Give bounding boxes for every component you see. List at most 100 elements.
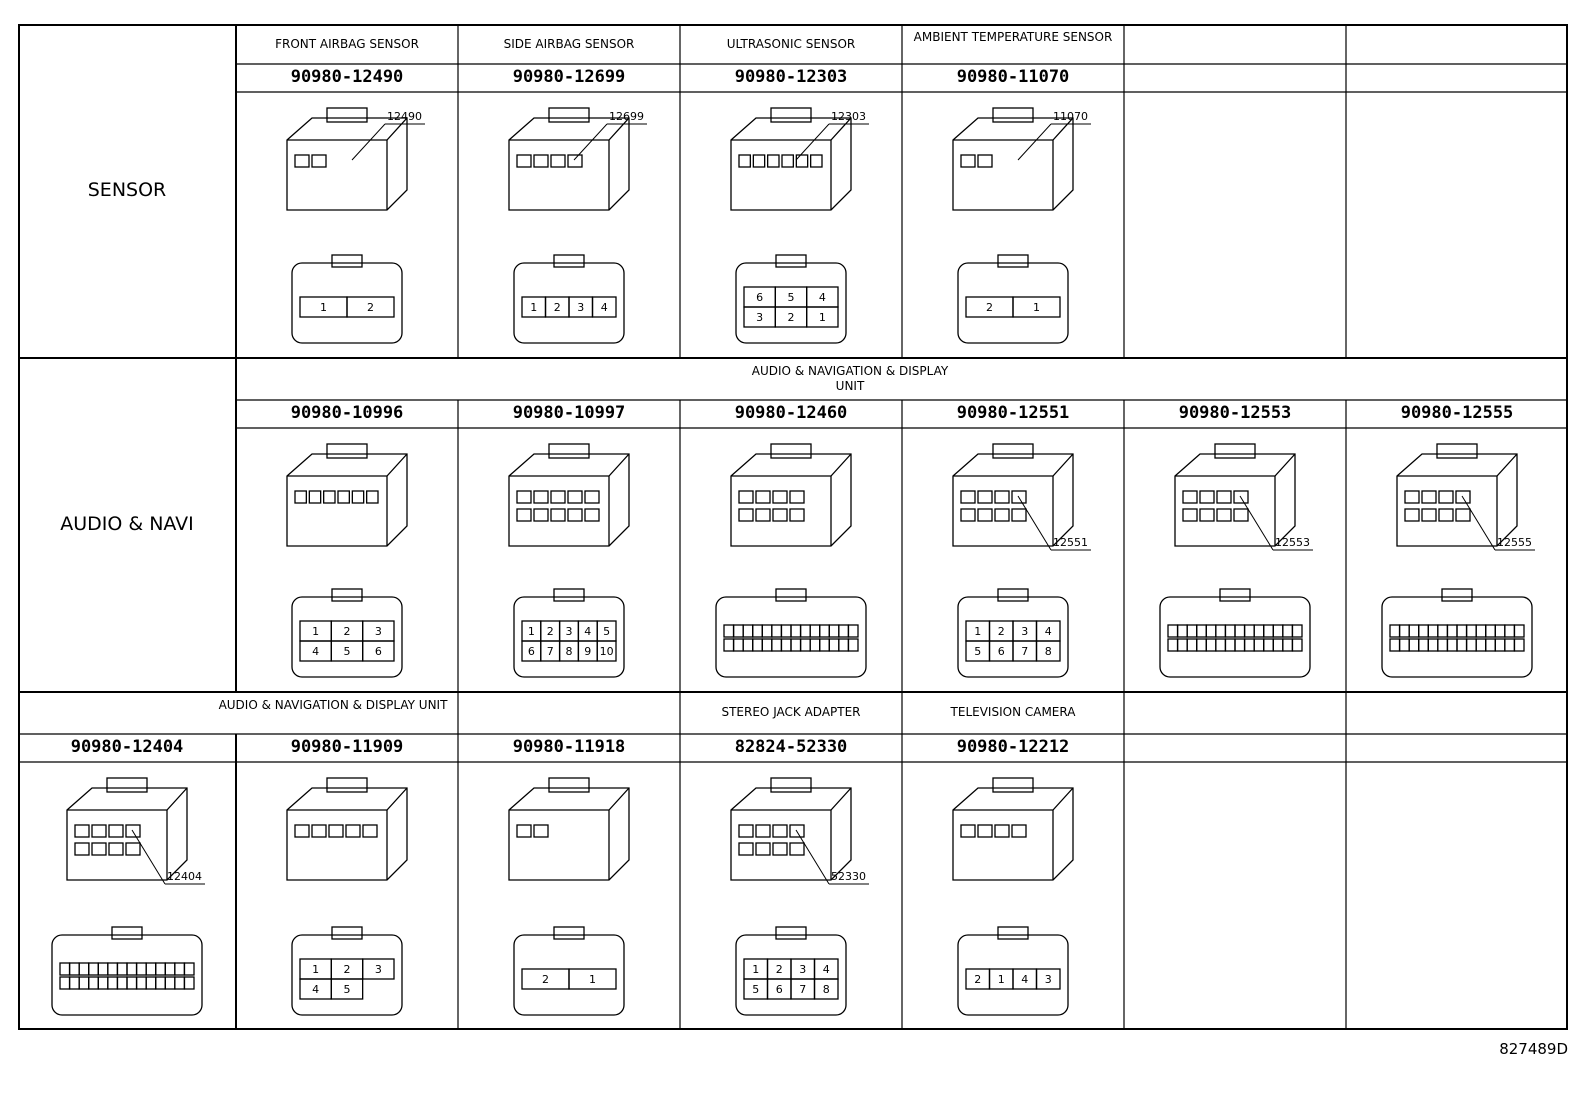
pin-number: 6 <box>776 983 783 996</box>
pin-number: 5 <box>344 983 351 996</box>
part-number: 90980-10997 <box>512 403 626 423</box>
pin-number: 6 <box>998 645 1005 658</box>
pin-number: 9 <box>584 645 591 658</box>
connector-title: TELEVISION CAMERA <box>950 705 1076 719</box>
pin-number: 3 <box>756 311 763 324</box>
callout-label: 11070 <box>1053 110 1088 123</box>
connector-title: AMBIENT TEMPERATURE SENSOR <box>913 30 1113 44</box>
airbag-connector-drawing: 12699 1 2 3 4 <box>458 92 680 358</box>
pin-number: 2 <box>776 963 783 976</box>
pin-number: 4 <box>584 625 591 638</box>
section-header-note: AUDIO & NAVIGATION & DISPLAY UNIT <box>218 698 448 712</box>
part-number: 90980-12404 <box>70 737 184 757</box>
sensor-connector-icon: 12303 6 5 4 3 2 1 <box>730 107 869 344</box>
pin-number: 7 <box>547 645 554 658</box>
figure-id: 827489D <box>1499 1040 1568 1058</box>
pin-number: 4 <box>819 291 826 304</box>
pin-number: 5 <box>788 291 795 304</box>
pin-number: 3 <box>577 301 584 314</box>
callout-label: 12699 <box>609 110 644 123</box>
pin-number: 10 <box>600 645 614 658</box>
pin-number: 1 <box>530 301 537 314</box>
pin-number: 2 <box>344 963 351 976</box>
pin-number: 5 <box>344 645 351 658</box>
callout-label: 12551 <box>1053 536 1088 549</box>
pin-number: 2 <box>542 973 549 986</box>
callout-label: 12553 <box>1275 536 1310 549</box>
pin-number: 4 <box>601 301 608 314</box>
pin-number: 3 <box>375 963 382 976</box>
part-number: 90980-12699 <box>512 67 626 87</box>
audio-connector-drawing: 1 2 3 4 5 <box>236 762 458 1030</box>
category-label: SENSOR <box>87 179 167 201</box>
part-number: 90980-12212 <box>956 737 1070 757</box>
audio-connector-drawing <box>680 428 902 692</box>
connector-title: ULTRASONIC SENSOR <box>726 37 856 51</box>
pin-number: 7 <box>799 983 806 996</box>
pin-number: 1 <box>320 301 327 314</box>
pin-number: 2 <box>974 973 981 986</box>
connector-title: SIDE AIRBAG SENSOR <box>503 37 635 51</box>
connector-table: SENSOR FRONT AIRBAG SENSOR 90980-12490 1 2 4 9… <box>18 24 1568 1030</box>
pin-number: 4 <box>1021 973 1028 986</box>
part-number: 90980-12555 <box>1400 403 1514 423</box>
table-grid <box>18 24 1568 1030</box>
pin-number: 2 <box>998 625 1005 638</box>
audio-connector-drawing: 12404 <box>18 762 236 1030</box>
audio-connector-drawing: 12555 <box>1346 428 1568 692</box>
audio-connector-drawing: 12551 1 2 3 4 5 6 7 8 <box>902 428 1124 692</box>
part-number: 82824-52330 <box>734 737 848 757</box>
connector-title: STEREO JACK ADAPTER <box>721 705 861 719</box>
pin-number: 6 <box>375 645 382 658</box>
pin-number: 4 <box>1045 625 1052 638</box>
part-number: 90980-12490 <box>290 67 404 87</box>
pin-number: 1 <box>752 963 759 976</box>
pin-number: 8 <box>1045 645 1052 658</box>
part-number: 90980-11070 <box>956 67 1070 87</box>
pin-number: 2 <box>367 301 374 314</box>
pin-number: 3 <box>375 625 382 638</box>
part-number: 90980-11918 <box>512 737 626 757</box>
pin-number: 6 <box>756 291 763 304</box>
audio-connector-drawing: 12553 <box>1124 428 1346 692</box>
part-number: 90980-12460 <box>734 403 848 423</box>
pin-number: 8 <box>566 645 573 658</box>
callout-label: 12404 <box>167 870 202 883</box>
pin-number: 1 <box>998 973 1005 986</box>
audio-connector-icon: 12551 1 2 3 4 5 6 7 8 <box>952 443 1091 678</box>
part-number: 90980-12551 <box>956 403 1070 423</box>
pin-number: 3 <box>799 963 806 976</box>
pin-number: 4 <box>312 983 319 996</box>
part-number: 90980-10996 <box>290 403 404 423</box>
pin-number: 5 <box>974 645 981 658</box>
pin-number: 2 <box>547 625 554 638</box>
pin-number: 1 <box>819 311 826 324</box>
sensor-connector-drawing: 12303 6 5 4 3 2 1 <box>680 92 902 358</box>
pin-number: 1 <box>312 963 319 976</box>
connector-title: FRONT AIRBAG SENSOR <box>275 37 419 51</box>
pin-number: 7 <box>1021 645 1028 658</box>
part-number: 90980-12303 <box>734 67 848 87</box>
pin-number: 3 <box>1021 625 1028 638</box>
pin-number: 5 <box>752 983 759 996</box>
pin-number: 3 <box>566 625 573 638</box>
pin-number: 1 <box>974 625 981 638</box>
callout-label: 12303 <box>831 110 866 123</box>
pin-number: 2 <box>554 301 561 314</box>
audio-connector-icon: 12404 <box>51 777 205 1016</box>
section-header-note: AUDIO & NAVIGATION & DISPLAY UNIT <box>751 364 949 393</box>
part-number: 90980-11909 <box>290 737 404 757</box>
pin-number: 5 <box>603 625 610 638</box>
pin-number: 2 <box>788 311 795 324</box>
